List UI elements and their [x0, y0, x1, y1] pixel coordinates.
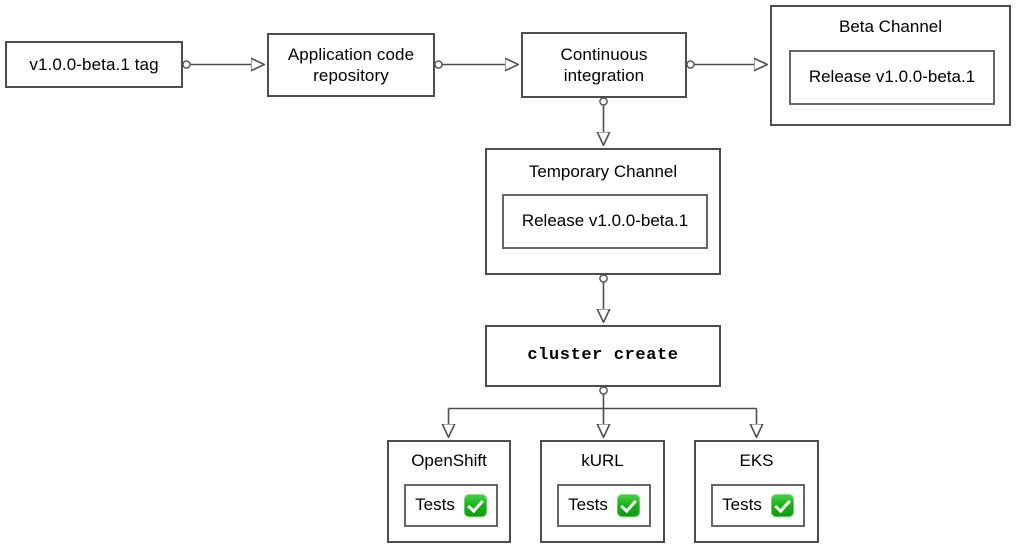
check-mark-icon: [770, 494, 794, 517]
edge-temporary-channel-to-cluster-create: [600, 274, 607, 322]
check-mark-icon: [463, 494, 487, 517]
node-continuous-integration-label: Continuous integration: [560, 44, 648, 85]
kurl-tests-label: Tests: [568, 495, 608, 515]
temporary-channel-release-label: Release v1.0.0-beta.1: [521, 211, 689, 231]
node-version-tag[interactable]: v1.0.0-beta.1 tag: [5, 41, 183, 88]
check-mark-icon: [616, 494, 640, 517]
edge-repo-to-ci: [434, 61, 518, 68]
eks-tests-box[interactable]: Tests: [711, 484, 805, 527]
group-openshift-title: OpenShift: [411, 451, 487, 470]
group-eks-title: EKS: [739, 451, 774, 470]
beta-channel-release-box[interactable]: Release v1.0.0-beta.1: [789, 50, 995, 105]
group-kurl[interactable]: kURL Tests: [540, 440, 665, 543]
node-continuous-integration[interactable]: Continuous integration: [521, 32, 687, 98]
node-version-tag-label: v1.0.0-beta.1 tag: [29, 54, 159, 74]
eks-tests-label: Tests: [722, 495, 762, 515]
edge-tag-to-repo: [182, 61, 264, 68]
edge-cluster-create-branches: [449, 386, 757, 437]
openshift-tests-label: Tests: [415, 495, 455, 515]
edge-ci-to-temporary-channel: [600, 97, 607, 145]
group-beta-channel-title: Beta Channel: [838, 17, 943, 36]
openshift-tests-box[interactable]: Tests: [404, 484, 498, 527]
node-cluster-create[interactable]: cluster create: [485, 325, 721, 387]
edge-ci-to-beta-channel: [686, 61, 767, 68]
temporary-channel-release-box[interactable]: Release v1.0.0-beta.1: [502, 194, 708, 249]
node-cluster-create-label: cluster create: [527, 346, 679, 366]
node-application-code-repository[interactable]: Application code repository: [267, 33, 435, 97]
kurl-tests-box[interactable]: Tests: [557, 484, 651, 527]
group-temporary-channel[interactable]: Temporary Channel Release v1.0.0-beta.1: [485, 148, 721, 275]
node-application-code-repository-label: Application code repository: [287, 44, 415, 85]
group-kurl-title: kURL: [581, 451, 624, 470]
group-beta-channel[interactable]: Beta Channel Release v1.0.0-beta.1: [770, 5, 1011, 126]
group-temporary-channel-title: Temporary Channel: [528, 162, 678, 181]
group-eks[interactable]: EKS Tests: [694, 440, 819, 543]
group-openshift[interactable]: OpenShift Tests: [387, 440, 511, 543]
beta-channel-release-label: Release v1.0.0-beta.1: [808, 67, 976, 87]
